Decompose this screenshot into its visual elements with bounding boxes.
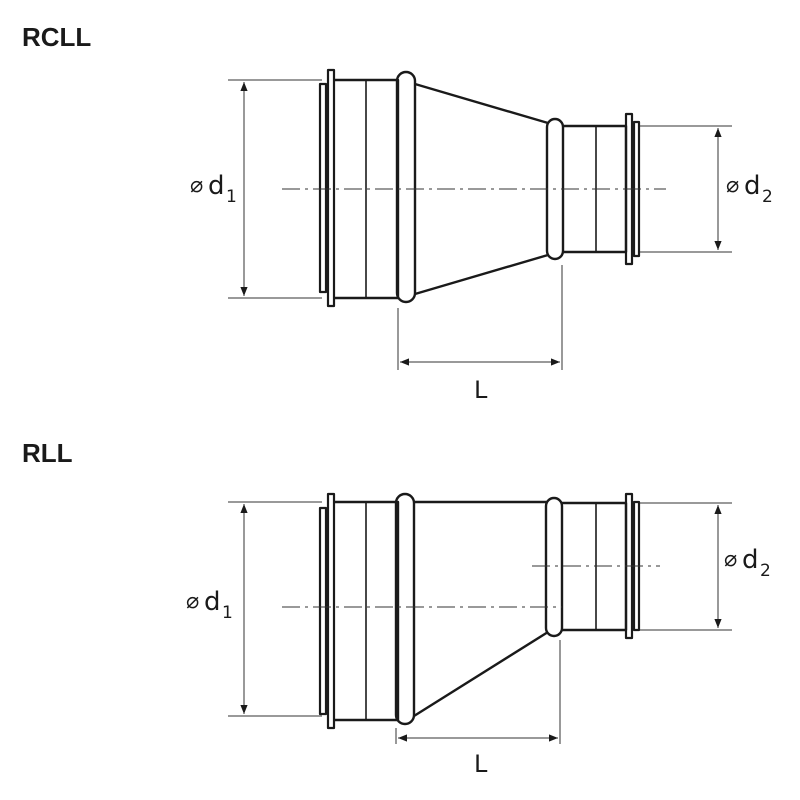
rcll-reducer <box>318 68 641 308</box>
rll-length-label: L <box>474 750 488 778</box>
rll-d1-dimension <box>228 501 322 717</box>
rll-d2-dimension <box>640 502 732 631</box>
rll-length-dimension <box>395 640 561 744</box>
rll-d2-diameter-symbol: ⌀ <box>724 547 737 572</box>
rcll-flange-ring-outer <box>318 82 328 294</box>
rcll-large-bead <box>395 70 417 304</box>
rcll-d2-dimension <box>640 125 732 253</box>
rll-flange-ring-outer <box>318 506 328 716</box>
rll-reducer <box>318 492 641 730</box>
rll-flange-ring <box>326 492 336 730</box>
rcll-d2-diameter-symbol: ⌀ <box>726 173 739 198</box>
rcll-d1-base: d <box>208 171 225 201</box>
rll-d2-subscript: 2 <box>760 561 771 581</box>
rcll-length-dimension <box>397 265 563 370</box>
rll-d1-diameter-symbol: ⌀ <box>186 589 199 614</box>
rll-title: RLL <box>22 438 73 468</box>
rll-small-bead <box>544 496 564 638</box>
rcll-d1-dimension <box>228 79 322 299</box>
rcll-d2-base: d <box>744 171 761 201</box>
rll-large-bead <box>394 492 416 726</box>
rcll-cone <box>414 82 549 296</box>
rll-d1-base: d <box>204 587 221 617</box>
rcll-d1-subscript: 1 <box>226 187 237 207</box>
rcll-length-label: L <box>474 376 488 404</box>
rll-cone <box>413 500 549 718</box>
rll-d2-base: d <box>742 545 759 575</box>
rcll-title: RCLL <box>22 22 92 52</box>
rcll-flange-ring <box>326 68 336 308</box>
rcll-d1-diameter-symbol: ⌀ <box>190 173 203 198</box>
rcll-d2-subscript: 2 <box>762 187 773 207</box>
rll-d1-subscript: 1 <box>222 603 233 623</box>
